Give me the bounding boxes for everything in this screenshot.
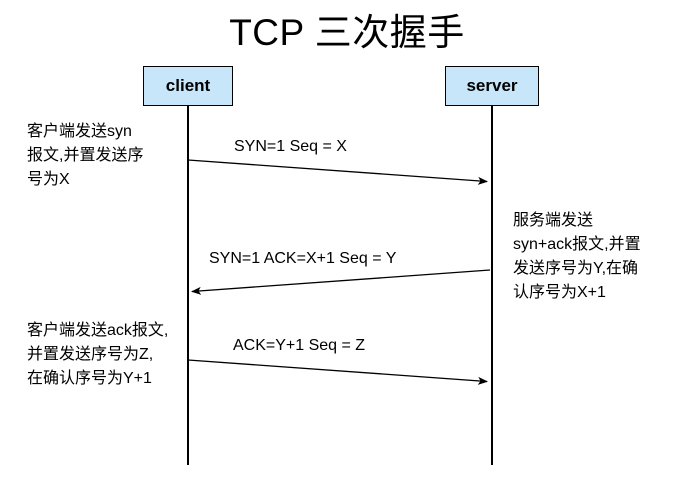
message-arrow-syn (187, 159, 488, 185)
lifeline-server (491, 105, 493, 465)
note-client-syn: 客户端发送syn 报文,并置发送序 号为X (27, 123, 144, 188)
actor-label-client: client (165, 76, 211, 95)
page-title: TCP 三次握手 (229, 12, 465, 53)
actor-label-server: server (466, 76, 518, 95)
message-label-syn-ack: SYN=1 ACK=X+1 Seq = Y (209, 250, 397, 267)
note-client-ack: 客户端发送ack报文, 并置发送序号为Z, 在确认序号为Y+1 (27, 322, 169, 387)
actor-box-client[interactable]: client (143, 66, 233, 106)
note-server-syn-ack: 服务端发送 syn+ack报文,并置 发送序号为Y,在确 认序号为X+1 (513, 212, 641, 301)
message-arrow-ack (187, 359, 488, 385)
message-arrow-syn-ack (191, 269, 491, 295)
message-label-syn: SYN=1 Seq = X (234, 138, 347, 155)
lifeline-client (187, 105, 189, 465)
actor-box-server[interactable]: server (445, 66, 539, 106)
message-label-ack: ACK=Y+1 Seq = Z (233, 337, 366, 354)
